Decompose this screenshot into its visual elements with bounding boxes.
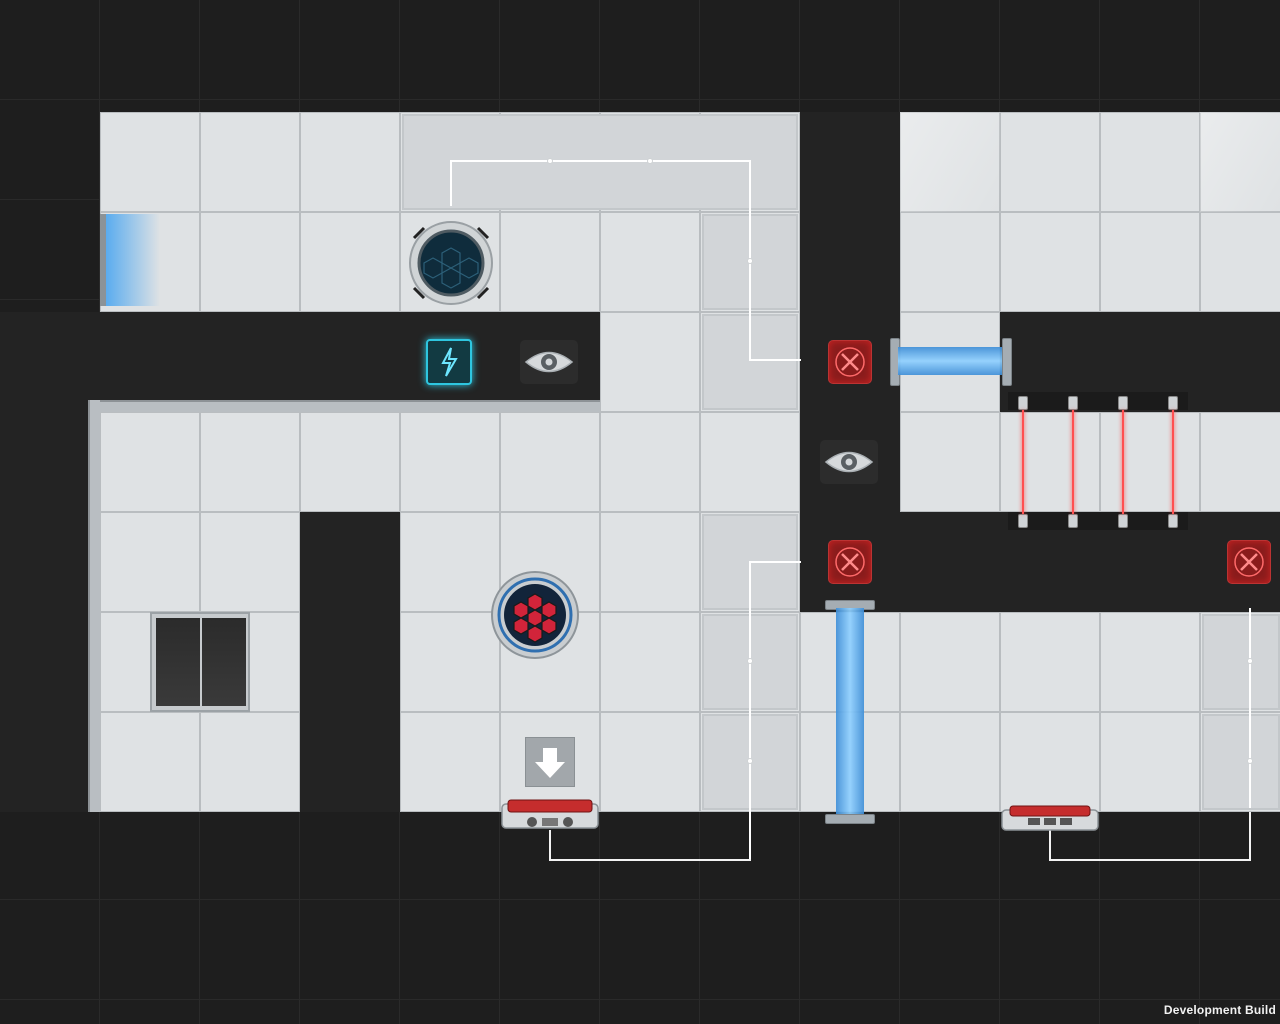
wire-node — [1247, 658, 1253, 664]
camera-eye — [520, 340, 578, 384]
glass-frame — [88, 400, 600, 412]
laser-clamp — [1068, 396, 1078, 410]
build-label: Development Build — [1163, 1003, 1276, 1017]
laser-beam — [1122, 410, 1124, 514]
floor-right-strip — [1000, 412, 1280, 512]
door-icon — [202, 618, 246, 706]
wall-pillar — [300, 512, 400, 812]
signal-wire — [549, 859, 751, 861]
signal-wire — [450, 160, 750, 162]
signal-wire — [1049, 859, 1251, 861]
portal-emitter-red[interactable] — [490, 570, 580, 660]
bridge-emitter — [825, 814, 875, 824]
floor-button[interactable] — [1000, 804, 1100, 834]
cube-dropper[interactable] — [525, 737, 575, 787]
signal-wire — [749, 359, 801, 361]
signal-wire — [450, 160, 452, 206]
signal-wire — [549, 830, 551, 860]
wire-node — [647, 158, 653, 164]
light-fan — [900, 112, 1000, 212]
laser-beam — [1172, 410, 1174, 514]
glass-frame — [88, 400, 100, 812]
indicator-deny — [828, 540, 872, 584]
eye-icon — [524, 351, 574, 373]
arrow-down-icon — [535, 748, 565, 778]
laser-field-rail — [1008, 392, 1188, 410]
laser-beam — [1072, 410, 1074, 514]
light-fan — [1200, 112, 1280, 212]
wire-node — [747, 758, 753, 764]
floor-right-corridor — [900, 312, 1000, 512]
x-icon — [1234, 547, 1264, 577]
signal-wire — [1249, 812, 1251, 860]
laser-clamp — [1018, 514, 1028, 528]
floor-top-right — [900, 112, 1280, 312]
wire-node — [1247, 758, 1253, 764]
light-bridge-emitter[interactable] — [100, 214, 160, 306]
x-icon — [835, 547, 865, 577]
laser-beam — [1022, 410, 1024, 514]
laser-clamp — [1118, 514, 1128, 528]
floor-panel — [1202, 714, 1280, 810]
camera-eye — [820, 440, 878, 484]
floor-panel — [402, 114, 798, 210]
laser-clamp — [1168, 396, 1178, 410]
signal-wire — [749, 561, 801, 563]
floor-button[interactable] — [500, 798, 600, 834]
indicator-deny — [828, 340, 872, 384]
indicator-deny — [1227, 540, 1271, 584]
signal-wire — [1049, 830, 1051, 860]
floor-bottom-right — [800, 612, 1280, 812]
laser-clamp — [1168, 514, 1178, 528]
signal-wire — [749, 561, 751, 861]
wire-node — [747, 258, 753, 264]
x-icon — [835, 347, 865, 377]
emitter-bracket — [100, 214, 106, 306]
wire-node — [547, 158, 553, 164]
signal-wire — [1249, 608, 1251, 808]
floor-panel — [1202, 614, 1280, 710]
bridge-emitter — [1002, 338, 1012, 386]
hard-light-bridge[interactable] — [836, 608, 864, 814]
portal-emitter-blue[interactable] — [408, 220, 494, 306]
wall-strip-middle — [0, 312, 600, 412]
wall-left-edge — [0, 412, 90, 812]
laser-clamp — [1118, 396, 1128, 410]
door-icon — [156, 618, 200, 706]
wire-node — [747, 658, 753, 664]
laser-clamp — [1018, 396, 1028, 410]
lightning-icon — [441, 347, 458, 377]
exit-door[interactable] — [150, 612, 250, 712]
energy-receiver[interactable] — [426, 339, 472, 385]
hard-light-bridge[interactable] — [898, 347, 1002, 375]
eye-icon — [824, 451, 874, 473]
laser-field-rail — [1008, 512, 1188, 530]
laser-clamp — [1068, 514, 1078, 528]
